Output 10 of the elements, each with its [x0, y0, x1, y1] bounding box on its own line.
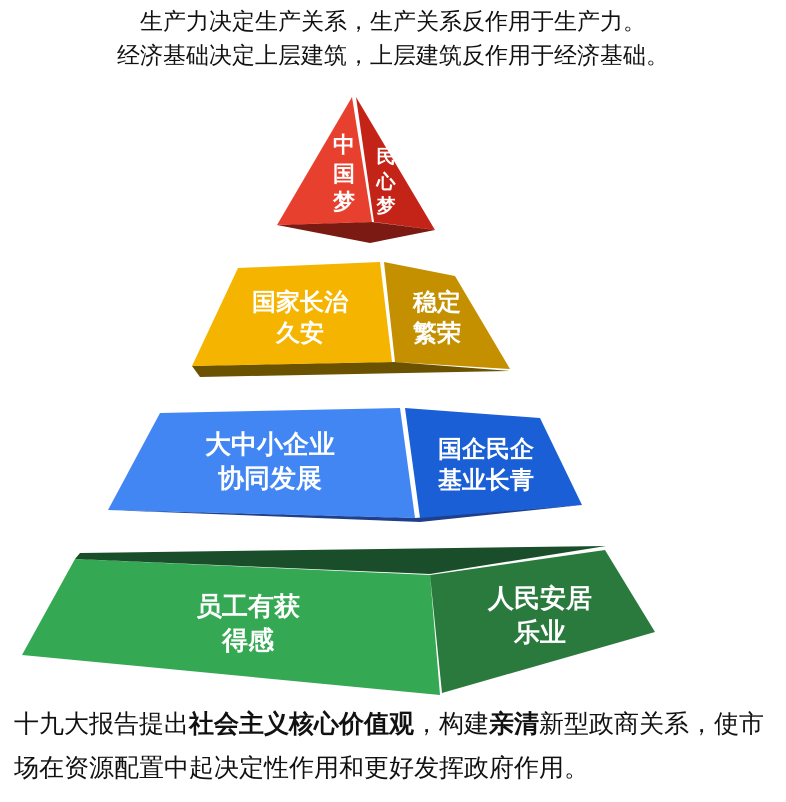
- tier-label: 员工有获得感: [195, 591, 301, 658]
- tier-label: 稳定繁荣: [412, 286, 462, 349]
- tier-label: 中国梦: [332, 132, 356, 218]
- heading-text: 经济基础决定上层建筑，上层建筑反作用于经济基础。: [116, 42, 670, 71]
- tier-label: 大中小企业协同发展: [204, 429, 336, 496]
- heading-text: 生产力决定生产关系，生产关系反作用于生产力。: [139, 8, 647, 37]
- tier-label: 人民安居乐业: [486, 583, 593, 650]
- tier-label: 国企民企基业长青: [437, 434, 535, 496]
- tier-label: 国家长治久安: [251, 286, 350, 349]
- caption-text: 十九大报告提出社会主义核心价值观，构建亲清新型政商关系，使市场在资源配置中起决定性作用和更好发挥政府作用。: [14, 708, 765, 784]
